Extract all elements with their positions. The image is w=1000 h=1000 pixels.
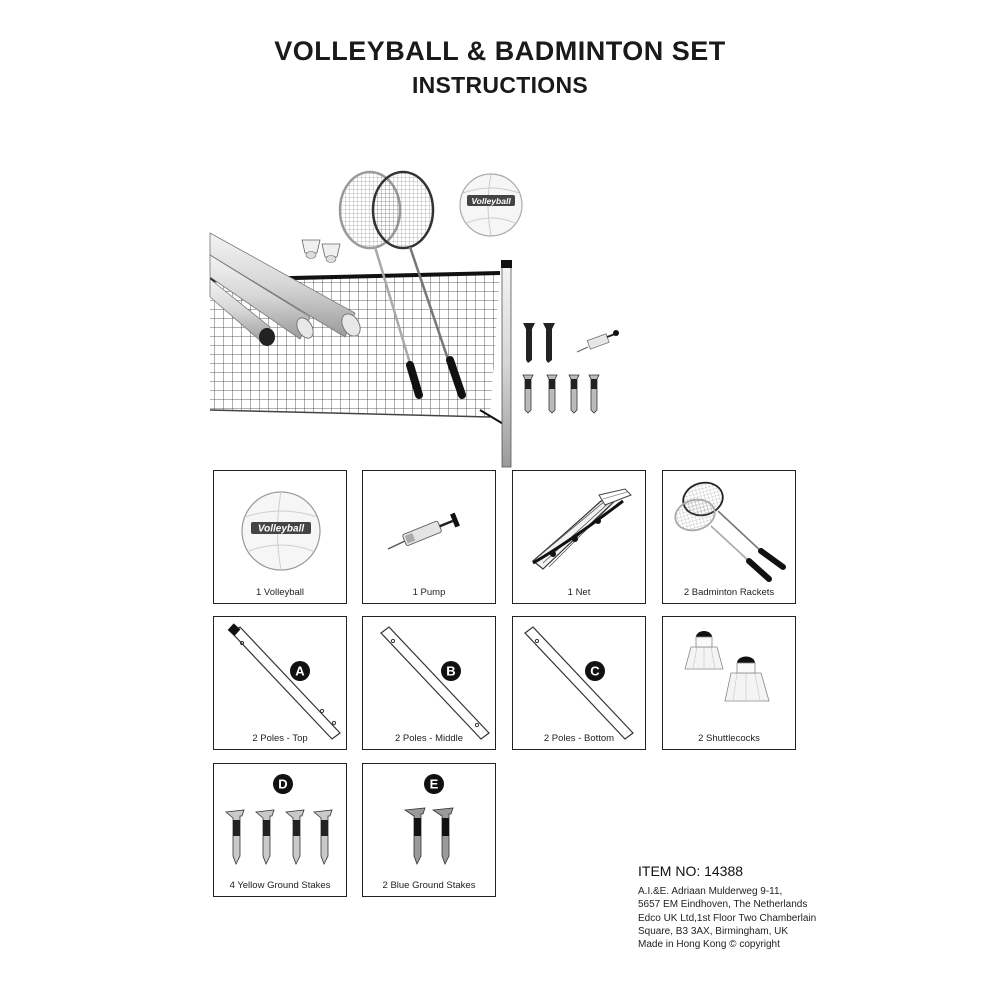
stakes-d-illustration: D xyxy=(225,774,333,865)
part-net: 1 Net xyxy=(512,470,646,604)
part-caption: 4 Yellow Ground Stakes xyxy=(229,880,331,891)
part-caption: 1 Net xyxy=(567,587,591,598)
hero-stakes xyxy=(522,323,600,414)
pole-a-illustration: A xyxy=(227,623,341,740)
item-number: ITEM NO: 14388 xyxy=(638,863,744,879)
part-pump: 1 Pump xyxy=(362,470,496,604)
stakes-e-illustration: E xyxy=(403,774,454,865)
part-caption: 1 Volleyball xyxy=(255,587,305,598)
net-illustration xyxy=(532,488,632,570)
company-address: A.I.&E. Adriaan Mulderweg 9-11, 5657 EM … xyxy=(638,885,816,951)
hero-rackets xyxy=(338,170,466,399)
address-line: Made in Hong Kong © copyright xyxy=(638,939,780,951)
part-caption: 1 Pump xyxy=(412,587,446,598)
rackets-illustration xyxy=(674,481,786,582)
page-subtitle: INSTRUCTIONS xyxy=(411,72,589,98)
part-letter: E xyxy=(430,777,439,792)
hero-volleyball: Volleyball xyxy=(459,173,523,237)
volleyball-illustration: Volleyball xyxy=(241,491,321,571)
hero-product-illustration: Volleyball xyxy=(209,170,619,468)
address-line: 5657 EM Eindhoven, The Netherlands xyxy=(638,899,808,911)
yellow-stake xyxy=(255,809,275,865)
page-title: VOLLEYBALL & BADMINTON SET xyxy=(274,36,726,66)
blue-stake xyxy=(403,807,426,865)
part-yellow-ground-stakes: D 4 Yellow Ground Stakes xyxy=(213,763,347,897)
part-caption: 2 Poles - Bottom xyxy=(543,733,615,744)
ball-label: Volleyball xyxy=(258,524,305,535)
part-poles-top: A 2 Poles - Top xyxy=(213,616,347,750)
part-poles-middle: B 2 Poles - Middle xyxy=(362,616,496,750)
yellow-stake xyxy=(313,809,333,865)
hero-pump xyxy=(576,330,619,353)
address-line: Edco UK Ltd,1st Floor Two Chamberlain xyxy=(638,912,817,924)
part-letter: B xyxy=(446,664,455,679)
part-letter: C xyxy=(590,664,600,679)
part-poles-bottom: C 2 Poles - Bottom xyxy=(512,616,646,750)
yellow-stake xyxy=(225,809,245,865)
part-caption: 2 Poles - Middle xyxy=(394,733,464,744)
blue-stake xyxy=(431,807,454,865)
pump-illustration xyxy=(387,512,460,550)
part-caption: 2 Blue Ground Stakes xyxy=(382,880,476,891)
part-letter: A xyxy=(295,664,305,679)
part-caption: 2 Shuttlecocks xyxy=(698,733,760,744)
hero-ball-label: Volleyball xyxy=(471,196,511,206)
part-caption: 2 Badminton Rackets xyxy=(683,587,775,598)
hero-upright-pole xyxy=(501,260,512,468)
hero-loose-poles xyxy=(209,232,361,346)
part-shuttlecocks: 2 Shuttlecocks xyxy=(662,616,796,750)
part-badminton-rackets: 2 Badminton Rackets xyxy=(662,470,796,604)
address-line: A.I.&E. Adriaan Mulderweg 9-11, xyxy=(638,886,783,897)
shuttlecocks-illustration xyxy=(684,631,770,702)
part-letter: D xyxy=(278,777,287,792)
address-line: Square, B3 3AX, Birmingham, UK xyxy=(638,925,789,937)
part-blue-ground-stakes: E 2 Blue Ground Stakes xyxy=(362,763,496,897)
pole-c-illustration: C xyxy=(524,626,634,740)
yellow-stake xyxy=(285,809,305,865)
hero-shuttlecocks xyxy=(301,239,341,263)
pole-b-illustration: B xyxy=(380,626,490,740)
part-caption: 2 Poles - Top xyxy=(252,733,308,744)
part-volleyball: Volleyball 1 Volleyball xyxy=(213,470,347,604)
